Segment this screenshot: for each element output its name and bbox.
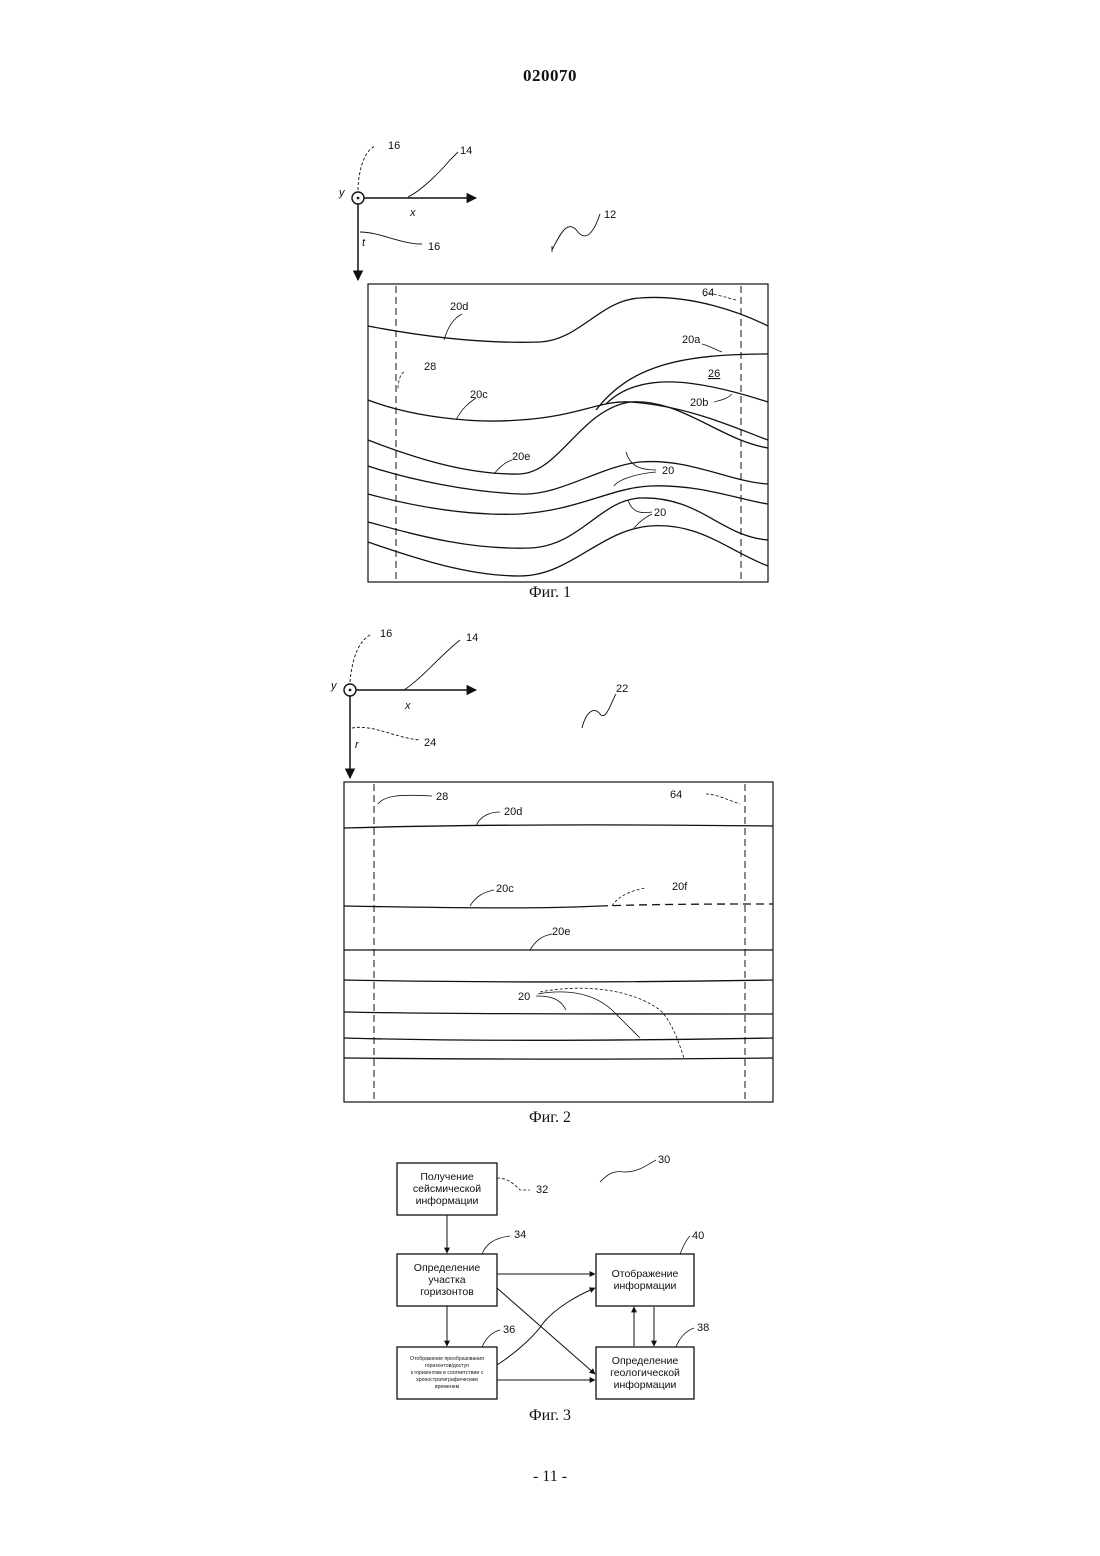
box-34-line-2: участка [428, 1274, 465, 1286]
box-36-line-3: к горизонтам в соответствии с [411, 1370, 484, 1376]
box-36-line-1: Отображение преобразования [410, 1356, 484, 1362]
box-32-line-1: Получение [420, 1171, 474, 1183]
box-38-line-3: информации [614, 1379, 677, 1391]
ref-20d: 20d [450, 301, 468, 313]
ref-38: 38 [697, 1322, 709, 1334]
box-34-line-3: горизонтов [420, 1286, 474, 1298]
ref-20a: 20a [682, 334, 701, 346]
ref-28: 28 [424, 361, 436, 373]
figure-1: y x t 16 14 16 12 64 20d 20a 28 26 20c 2… [338, 140, 768, 582]
axis-label-x: x [409, 207, 416, 219]
flat-horizon-20d [344, 825, 773, 828]
box-40-line-2: информации [614, 1280, 677, 1292]
box-38-line-2: геологической [610, 1367, 680, 1379]
ref-32: 32 [536, 1184, 548, 1196]
ref-20e: 20e [512, 451, 530, 463]
ref-26: 26 [708, 368, 720, 380]
page-number: - 11 - [0, 1468, 1100, 1486]
ref-36: 36 [503, 1324, 515, 1336]
ref-20-2: 20 [518, 991, 530, 1003]
box-34-line-1: Определение [414, 1262, 481, 1274]
ref-20c-2: 20c [496, 883, 514, 895]
figure-3-caption: Фиг. 3 [0, 1407, 1100, 1425]
ref-16-2: 16 [380, 628, 392, 640]
ref-40: 40 [692, 1230, 704, 1242]
ref-12: 12 [604, 209, 616, 221]
figure-3-flowchart: Получение сейсмической информации Опреде… [397, 1154, 709, 1399]
ref-14: 14 [460, 145, 472, 157]
flat-horizon-20-1 [344, 980, 773, 982]
horizon-20-3 [368, 498, 768, 548]
box-40-line-1: Отображение [612, 1268, 679, 1280]
ref-20-upper: 20 [662, 465, 674, 477]
box-36-line-4: хроностратиграфическим [416, 1377, 478, 1383]
flat-horizon-20c [344, 906, 600, 908]
axis-label-x-2: x [404, 700, 411, 712]
box-32-line-2: сейсмической [413, 1183, 481, 1195]
flat-horizon-20-3 [344, 1038, 773, 1040]
flat-horizon-20-2 [344, 1012, 773, 1014]
axis-label-y: y [338, 187, 346, 199]
ref-28-2: 28 [436, 791, 448, 803]
axis-label-t: t [362, 237, 366, 249]
ref-20d-2: 20d [504, 806, 522, 818]
ref-20e-2: 20e [552, 926, 570, 938]
axis-label-y-2: y [330, 680, 338, 692]
ref-16b: 16 [428, 241, 440, 253]
horizon-20-2 [368, 486, 768, 514]
horizon-20-1 [368, 462, 768, 495]
ref-16a: 16 [388, 140, 400, 152]
figure-2-caption: Фиг. 2 [0, 1109, 1100, 1127]
box-36-line-2: горизонтов/доступ [425, 1363, 469, 1369]
flat-horizon-20f [600, 904, 773, 906]
section-22-frame [344, 782, 773, 1102]
horizon-26 [606, 382, 768, 404]
ref-14-2: 14 [466, 632, 478, 644]
figure-1-caption: Фиг. 1 [0, 584, 1100, 602]
ref-64: 64 [702, 287, 714, 299]
ref-20c: 20c [470, 389, 488, 401]
box-32-line-3: информации [416, 1195, 479, 1207]
ref-34: 34 [514, 1229, 526, 1241]
ref-30: 30 [658, 1154, 670, 1166]
ref-20-lower: 20 [654, 507, 666, 519]
flat-horizon-20-4 [344, 1058, 773, 1059]
box-38-line-1: Определение [612, 1355, 679, 1367]
horizon-20d [368, 297, 768, 342]
ref-20b: 20b [690, 397, 708, 409]
flat-horizon-20e [344, 950, 773, 951]
figure-2: y x r 16 14 22 24 28 64 20d 20c 20f 20e … [330, 628, 773, 1102]
horizon-20-4 [368, 526, 768, 576]
ref-24: 24 [424, 737, 436, 749]
ref-64-2: 64 [670, 789, 682, 801]
axis-label-r: r [355, 739, 360, 751]
ref-20f: 20f [672, 881, 688, 893]
box-36-line-5: временем [435, 1384, 460, 1390]
ref-22: 22 [616, 683, 628, 695]
